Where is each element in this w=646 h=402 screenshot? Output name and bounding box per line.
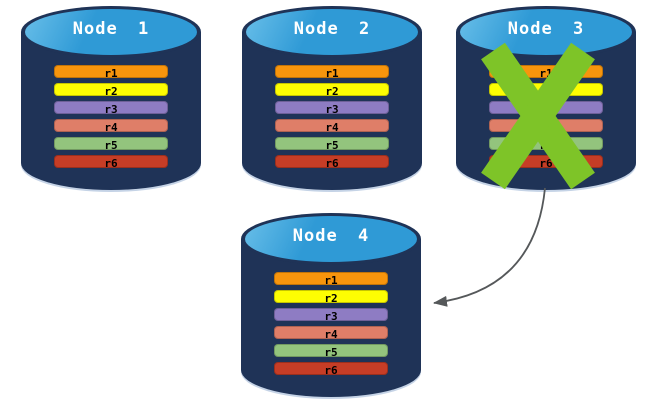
replica-row-label: r2 (325, 85, 339, 98)
replica-row-label: r4 (104, 121, 118, 134)
replica-row: r4 (275, 119, 389, 134)
cylinder-top-face (460, 9, 632, 55)
replica-row-label: r3 (104, 103, 118, 116)
node-3-cylinder: Node 3 r1 r2 r3 r4 r5 r6 (456, 6, 636, 190)
replica-rows: r1 r2 r3 r4 r5 r6 (275, 65, 389, 170)
node-title: Node 4 (292, 226, 370, 246)
replica-row: r5 (54, 137, 168, 152)
cylinder-top-face (25, 9, 197, 55)
replica-row-label: r3 (324, 310, 338, 323)
replica-row-label: r2 (104, 85, 118, 98)
replica-row: r1 (274, 272, 388, 287)
replica-row: r3 (275, 101, 389, 116)
replica-row-label: r4 (325, 121, 339, 134)
cylinder-top-face (246, 9, 418, 55)
replica-row: r6 (275, 155, 389, 170)
replica-row: r5 (274, 344, 388, 359)
replica-row-label: r5 (324, 346, 338, 359)
replica-row-label: r4 (324, 328, 338, 341)
replica-row: r3 (274, 308, 388, 323)
replica-row-label: r5 (104, 139, 118, 152)
replica-row: r1 (54, 65, 168, 80)
node-4-cylinder: Node 4 r1 r2 r3 r4 r5 r6 (241, 213, 421, 397)
replica-row: r3 (54, 101, 168, 116)
replica-row: r1 (275, 65, 389, 80)
cylinder-top-face (245, 216, 417, 262)
replica-row: r6 (54, 155, 168, 170)
replica-rows: r1 r2 r3 r4 r5 r6 (274, 272, 388, 377)
replica-row-label: r3 (325, 103, 339, 116)
replica-row-label: r1 (324, 274, 338, 287)
replica-row-label: r6 (325, 157, 339, 170)
replica-row-label: r5 (325, 139, 339, 152)
replica-row: r2 (274, 290, 388, 305)
replica-row: r6 (274, 362, 388, 377)
node-title: Node 2 (293, 19, 371, 39)
replica-row-label: r6 (539, 157, 553, 170)
node-title: Node 3 (507, 19, 585, 39)
replica-row-label: r1 (325, 67, 339, 80)
node-title: Node 1 (72, 19, 150, 39)
replica-row: r4 (54, 119, 168, 134)
replica-row-label: r2 (324, 292, 338, 305)
replica-row-label: r6 (324, 364, 338, 377)
failure-x-icon (481, 42, 595, 190)
replica-row: r2 (54, 83, 168, 98)
replica-row-label: r6 (104, 157, 118, 170)
replica-row: r5 (275, 137, 389, 152)
replica-row: r4 (274, 326, 388, 341)
replica-rows: r1 r2 r3 r4 r5 r6 (54, 65, 168, 170)
node-1-cylinder: Node 1 r1 r2 r3 r4 r5 r6 (21, 6, 201, 190)
replica-row-label: r1 (104, 67, 118, 80)
replica-row: r2 (275, 83, 389, 98)
node-2-cylinder: Node 2 r1 r2 r3 r4 r5 r6 (242, 6, 422, 190)
